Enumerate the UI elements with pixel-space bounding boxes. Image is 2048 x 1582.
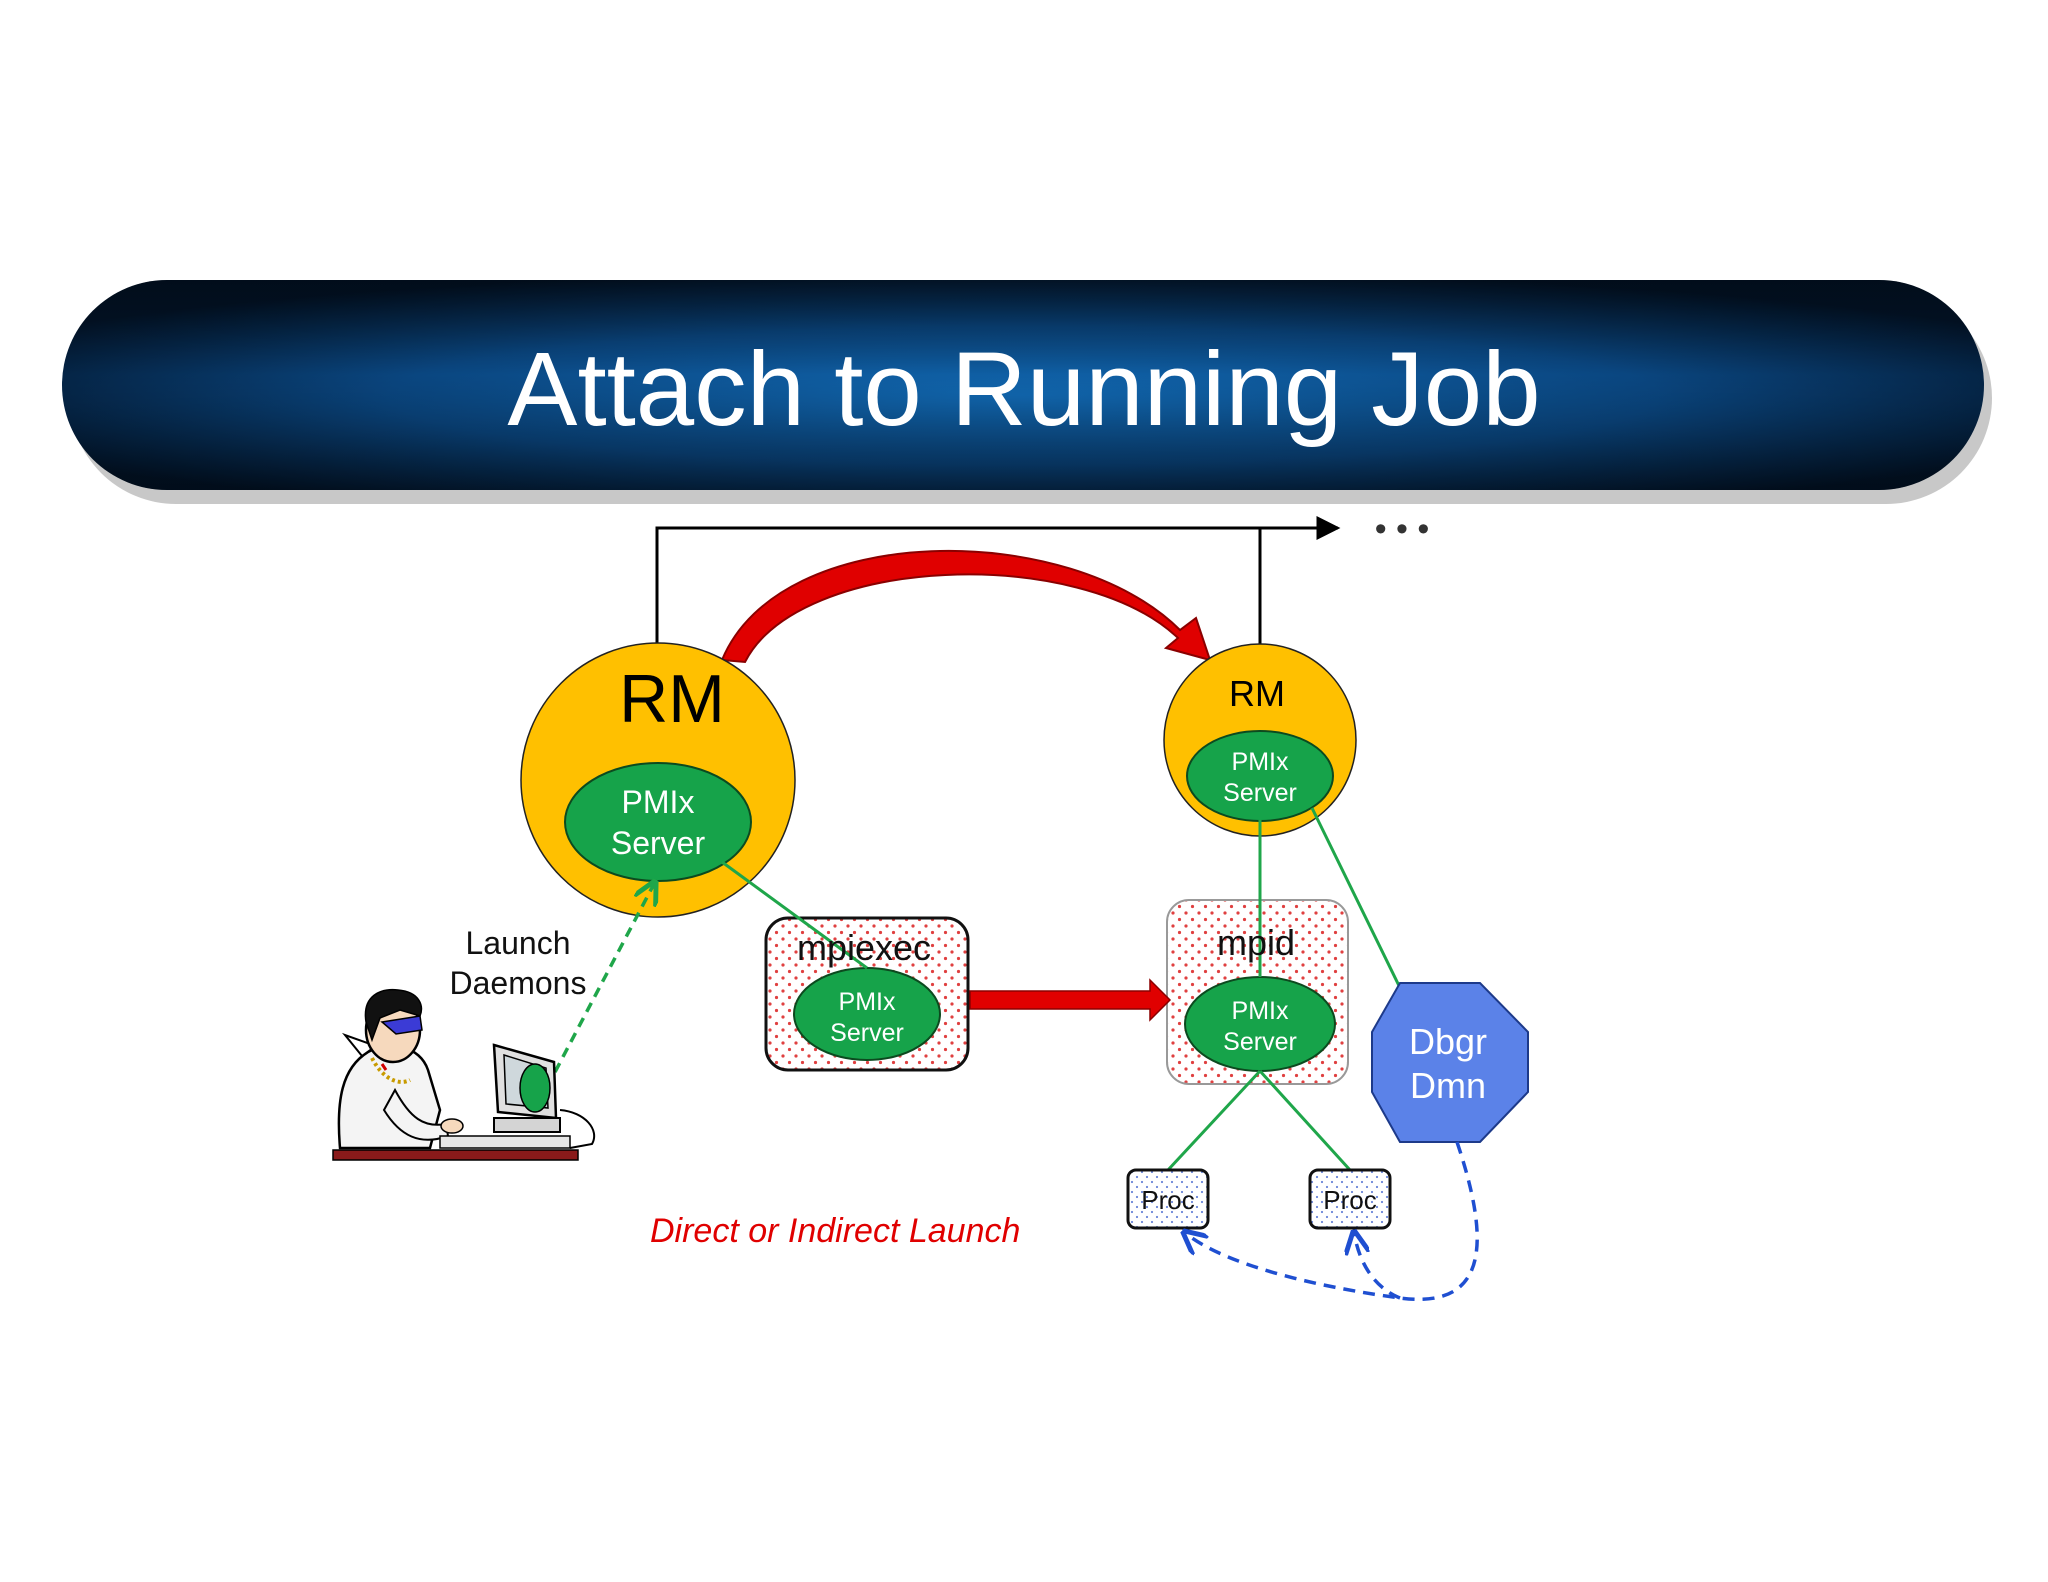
rm-right-pmix-line1: PMIx [1232,748,1289,776]
user-at-computer-illustration [332,988,596,1161]
debugger-daemon-line2: Dmn [1410,1065,1486,1106]
proc-label-2: Proc [1323,1185,1376,1215]
rm-right-pmix-line2: Server [1223,779,1297,807]
launch-label-line1: Launch [466,925,571,961]
mpiexec-node: PMIx Server [764,916,970,1072]
rm-right-node: RM PMIx Server [1163,643,1357,837]
proc-label-1: Proc [1141,1185,1194,1215]
title-bar: Attach to Running Job [62,280,1992,504]
ellipsis-more: • • • [1375,510,1430,548]
mpid-pmix-line2: Server [1223,1028,1297,1056]
mpid-label: mpid [1217,922,1295,963]
rm-left-label: RM [619,661,725,737]
launch-mode-caption: Direct or Indirect Launch [650,1212,1020,1250]
rm-left-pmix-line2: Server [611,825,706,861]
mpid-pmix-line1: PMIx [1232,997,1289,1025]
debugger-daemon-node: Dbgr Dmn [1371,982,1529,1143]
mpiexec-to-mpid-arrow [969,978,1172,1022]
rm-right-label: RM [1229,673,1285,714]
mpid-node: PMIx Server [1166,899,1349,1085]
launch-label-line2: Daemons [450,965,587,1001]
launch-daemons-arrow [553,882,655,1073]
debugger-daemon-line1: Dbgr [1409,1021,1487,1062]
red-migration-arrow [720,549,1212,664]
proc-node-2: Proc [1308,1168,1392,1230]
rm-left-pmix-line1: PMIx [622,784,695,820]
pmix-links [721,807,1408,1172]
page-title: Attach to Running Job [507,331,1540,448]
proc-node-1: Proc [1126,1168,1210,1230]
debugger-attach-links [1184,1141,1479,1302]
rm-left-node: RM PMIx Server [520,642,796,918]
mpiexec-label: mpiexec [797,927,931,968]
mpiexec-pmix-line2: Server [830,1019,904,1047]
rm-bus-connector [655,516,1341,645]
mpiexec-pmix-line1: PMIx [839,988,896,1016]
